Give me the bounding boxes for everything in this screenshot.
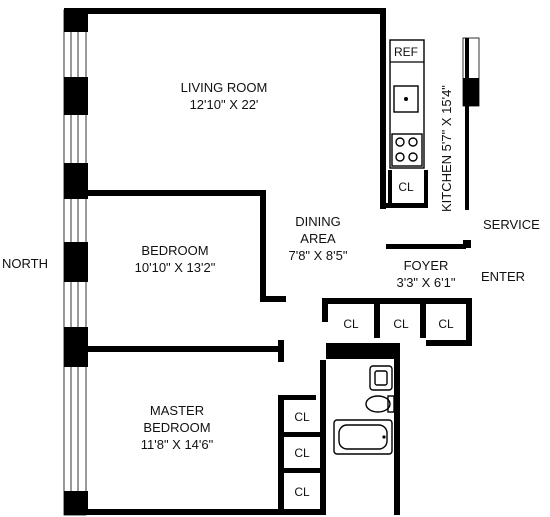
closet-label-hall-3: CL — [438, 317, 454, 331]
dining-area-size: 7'8" X 8'5" — [288, 248, 347, 263]
foyer-size: 3'3" X 6'1" — [396, 275, 455, 290]
north-label: NORTH — [2, 256, 48, 271]
master-bedroom-size: 11'8" X 14'6" — [141, 437, 214, 452]
enter-label: ENTER — [481, 269, 525, 284]
sink-icon — [369, 365, 393, 391]
column-2 — [64, 77, 88, 115]
toilet-icon — [365, 395, 391, 413]
stove — [391, 133, 423, 167]
bathtub-icon — [333, 419, 393, 455]
master-bedroom-name-line2: BEDROOM — [143, 420, 210, 435]
closet-label-master-1: CL — [294, 410, 310, 424]
west-window-wall — [63, 8, 88, 516]
closet-label-hall-1: CL — [343, 317, 359, 331]
bath-fixtures — [333, 365, 395, 455]
column-5 — [64, 327, 88, 367]
kitchen-fixtures — [389, 39, 425, 169]
foyer-name: FOYER — [404, 258, 449, 273]
dining-area-name-line2: AREA — [300, 231, 336, 246]
closet-label-master-3: CL — [294, 485, 310, 499]
master-bedroom-name-line1: MASTER — [150, 403, 204, 418]
bedroom-name: BEDROOM — [141, 243, 208, 258]
closet-label-kitchen: CL — [398, 180, 414, 194]
kitchen-sink — [393, 85, 419, 113]
column-4 — [64, 242, 88, 282]
kitchen-counter — [389, 39, 425, 169]
bedroom-size: 10'10" X 13'2" — [135, 260, 216, 275]
living-room-size: 12'10" X 22' — [190, 97, 259, 112]
walls — [64, 8, 480, 515]
service-label: SERVICE — [483, 217, 540, 232]
refrigerator-label: REF — [394, 45, 418, 59]
living-room-name: LIVING ROOM — [181, 80, 268, 95]
dining-area-name-line1: DINING — [295, 214, 341, 229]
closet-label-hall-2: CL — [393, 317, 409, 331]
kitchen-label: KITCHEN 5'7" X 15'4" — [439, 85, 454, 212]
closet-label-master-2: CL — [294, 446, 310, 460]
column-3 — [64, 163, 88, 199]
